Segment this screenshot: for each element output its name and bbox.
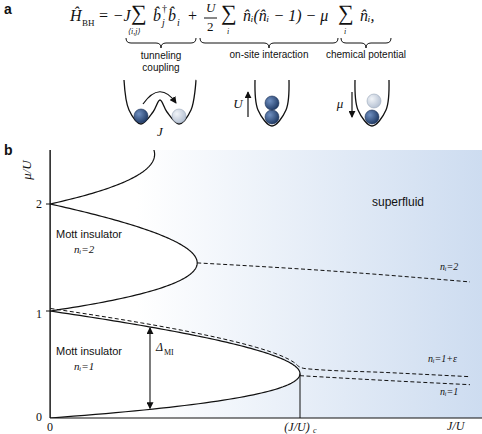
density-contour [300, 376, 470, 385]
parameter-symbol: U [233, 97, 242, 110]
term-label: chemical potential [326, 50, 406, 60]
sum-symbol: ∑ [131, 2, 147, 24]
equation-subscript: i [177, 18, 180, 28]
critical-point-label: (J/U) [284, 421, 309, 433]
phase-label: Mott insulator [56, 229, 122, 240]
atom [265, 110, 279, 124]
process-arrow [247, 92, 248, 117]
equation-subscript: i [344, 28, 346, 36]
equation-term: b̂ [153, 8, 161, 24]
axis-title: μ/U [20, 160, 33, 180]
atom [365, 110, 379, 124]
atom [134, 109, 148, 123]
phase-label: superfluid [372, 196, 424, 208]
tick-label: 2 [36, 198, 42, 210]
process-arrow [143, 92, 176, 104]
fraction-numerator: U [206, 1, 215, 14]
equation-superscript: † [162, 4, 167, 14]
filling-label: nᵢ=2 [74, 244, 94, 255]
phase-diagram [46, 97, 482, 418]
gap-symbol: Δ [156, 341, 163, 353]
atom-ghost [367, 94, 381, 108]
critical-point-subscript: c [313, 427, 317, 434]
tick-label: 0 [47, 421, 53, 433]
mott-lobe [50, 204, 197, 311]
equation-term: n̂ᵢ(n̂ᵢ − 1) − μ [243, 8, 328, 24]
mott-lobe [50, 311, 300, 418]
underbrace [126, 38, 196, 48]
atom [265, 96, 279, 110]
tick-label: 0 [36, 411, 42, 423]
atom-ghost [172, 109, 186, 123]
filling-label: nᵢ=1 [74, 361, 94, 372]
tick-label: 1 [36, 308, 42, 320]
term-label: tunneling coupling [131, 50, 191, 73]
equation-term: = −J [98, 8, 131, 24]
fraction-bar [204, 18, 217, 19]
density-contour [197, 263, 470, 282]
parameter-symbol: μ [337, 97, 344, 110]
panel-letter: a [4, 2, 12, 16]
underbrace [341, 38, 391, 48]
equation-term: + [188, 8, 197, 24]
contour-label: nᵢ=1 [440, 387, 458, 397]
phase-label: Mott insulator [56, 346, 122, 357]
sum-symbol: ∑ [221, 2, 237, 24]
equation-term: Ĥ [70, 8, 82, 24]
potential-well [355, 80, 389, 126]
equation-subscript: BH [82, 19, 95, 28]
axis-tick [46, 311, 50, 312]
mott-lobe [50, 150, 155, 204]
axis-title: J/U [447, 420, 464, 432]
gap-arrow [149, 328, 150, 408]
axis-tick [46, 204, 50, 205]
x-axis [50, 417, 482, 418]
panel-letter: b [4, 143, 13, 157]
potential-well [124, 80, 196, 124]
superfluid-region [50, 150, 482, 418]
gap-subscript: MI [164, 349, 174, 357]
potential-well [255, 80, 289, 126]
equation-term: n̂ᵢ, [360, 8, 375, 24]
critical-line [300, 374, 301, 418]
term-label: on-site interaction [230, 50, 309, 60]
equation-term: b̂ [168, 8, 176, 24]
equation-subscript: j [162, 18, 165, 28]
equation-subscript: i [227, 28, 229, 36]
fraction-denominator: 2 [207, 20, 214, 33]
contour-label: nᵢ=1+ε [428, 354, 457, 364]
equation-subscript: ⟨i,j⟩ [128, 28, 141, 36]
underbrace [200, 38, 338, 48]
process-arrow [351, 92, 352, 117]
contour-label: nᵢ=2 [440, 262, 458, 272]
density-contour [51, 309, 471, 377]
parameter-symbol: J [157, 125, 163, 138]
sum-symbol: ∑ [338, 2, 354, 24]
y-axis [49, 150, 50, 418]
